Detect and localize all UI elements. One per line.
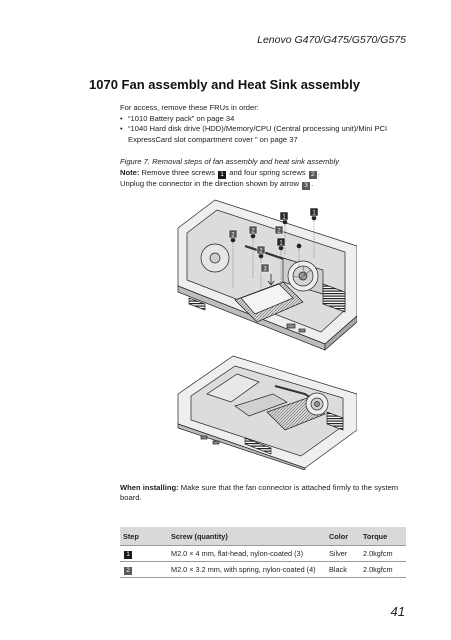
callout-3 <box>260 263 270 273</box>
callout-2b <box>248 225 258 235</box>
callout-2b-label: 2 <box>251 228 255 234</box>
note-text-c: . <box>317 168 320 177</box>
lower-view <box>177 355 357 470</box>
install-label: When installing: <box>120 483 179 492</box>
upper-view <box>177 199 357 351</box>
install-text: Make sure that the fan connector is atta… <box>120 483 399 503</box>
figure-caption: Figure 7. Removal steps of fan assembly … <box>120 157 340 166</box>
torque-cell: 2.0kgfcm <box>360 545 406 562</box>
screw-cell: M2.0 × 3.2 mm, with spring, nylon-coated… <box>168 561 326 578</box>
note-line2: Unplug the connector in the direction sh… <box>120 179 299 188</box>
intro-block: For access, remove these FRUs in order: … <box>120 103 406 145</box>
callout-3-label: 3 <box>263 266 267 272</box>
screw-cell: M2.0 × 4 mm, flat-head, nylon-coated (3) <box>168 545 326 562</box>
callout-1c-label: 1 <box>279 240 283 246</box>
intro-item-battery: “1010 Battery pack” on page 34 <box>120 114 406 124</box>
step-cell: 2 <box>120 561 168 578</box>
callout-2a-label: 2 <box>231 232 235 238</box>
note-label: Note: <box>120 168 140 177</box>
removal-note: Note: Remove three screws 1 and four spr… <box>120 168 320 190</box>
callouts: 1 1 1 2 2 2 2 3 <box>228 207 319 273</box>
color-cell: Silver <box>326 545 360 562</box>
step-cell: 1 <box>120 545 168 562</box>
callout-2a <box>228 229 238 239</box>
callout-2d <box>274 225 284 235</box>
intro-item-cover: “1040 Hard disk drive (HDD)/Memory/CPU (… <box>120 124 406 144</box>
callout-2c-label: 2 <box>259 248 263 254</box>
note-text-b: and four spring screws <box>229 168 306 177</box>
color-cell: Black <box>326 561 360 578</box>
key-step-2: 2 <box>308 171 317 179</box>
page-number: 41 <box>390 604 405 619</box>
callout-1b <box>309 207 319 217</box>
install-note: When installing: Make sure that the fan … <box>120 483 406 503</box>
fan-heatsink-illustration: 1 1 1 2 2 2 2 3 <box>177 199 357 470</box>
key-step-3: 3 <box>302 182 311 190</box>
table-row: 2 M2.0 × 3.2 mm, with spring, nylon-coat… <box>120 561 406 578</box>
header-screw: Screw (quantity) <box>168 527 326 546</box>
callout-2d-label: 2 <box>277 228 281 234</box>
callout-1b-label: 1 <box>312 210 316 216</box>
torque-cell: 2.0kgfcm <box>360 561 406 578</box>
screw-spec-table: Step Screw (quantity) Color Torque 1 M2.… <box>120 527 406 578</box>
header-torque: Torque <box>360 527 406 546</box>
running-header: Lenovo G470/G475/G570/G575 <box>257 34 406 46</box>
step-key-2: 2 <box>124 567 132 575</box>
key-step-1: 1 <box>218 171 227 179</box>
step-key-1: 1 <box>124 551 132 559</box>
callout-2c <box>256 245 266 255</box>
section-title: 1070 Fan assembly and Heat Sink assembly <box>89 77 360 92</box>
note-text-a: Remove three screws <box>141 168 215 177</box>
header-color: Color <box>326 527 360 546</box>
header-step: Step <box>120 527 168 546</box>
callout-1c <box>276 237 286 247</box>
table-header-row: Step Screw (quantity) Color Torque <box>120 527 406 546</box>
table-row: 1 M2.0 × 4 mm, flat-head, nylon-coated (… <box>120 545 406 562</box>
intro-lead: For access, remove these FRUs in order: <box>120 103 259 112</box>
note-line2-end: . <box>311 179 314 188</box>
callout-1a <box>279 211 289 221</box>
callout-1a-label: 1 <box>282 214 286 220</box>
